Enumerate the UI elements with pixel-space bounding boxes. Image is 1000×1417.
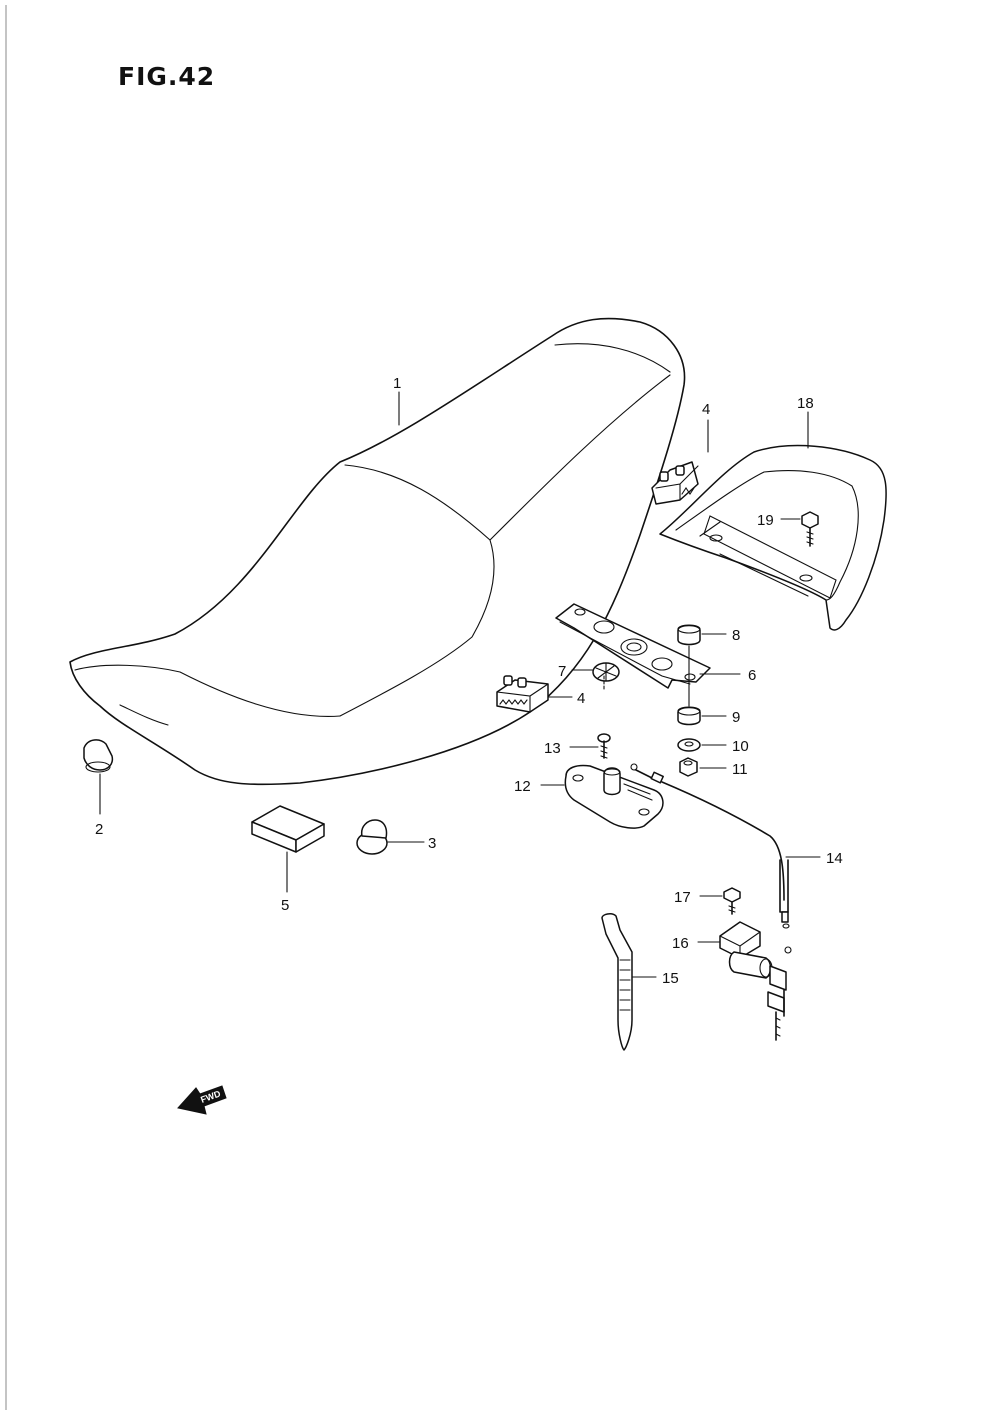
pad-part-5 bbox=[251, 805, 325, 853]
cushion-part-4-lower bbox=[496, 675, 549, 713]
callout-19: 19 bbox=[757, 512, 774, 529]
callout-18: 18 bbox=[797, 395, 814, 412]
callout-16: 16 bbox=[672, 935, 689, 952]
cushion-part-8 bbox=[677, 624, 701, 646]
clip-part-7 bbox=[592, 662, 620, 682]
callout-14: 14 bbox=[826, 850, 843, 867]
callout-3: 3 bbox=[428, 835, 436, 852]
screw-part-13 bbox=[597, 733, 611, 759]
seat-cowl-part-18 bbox=[659, 444, 887, 631]
strap-part-15 bbox=[601, 913, 633, 1051]
lock-set-part-16 bbox=[719, 921, 787, 1041]
callout-11: 11 bbox=[732, 761, 748, 778]
callout-4-lower: 4 bbox=[577, 690, 585, 707]
leader-lines bbox=[99, 391, 821, 978]
callout-13: 13 bbox=[544, 740, 561, 757]
callout-15: 15 bbox=[662, 970, 679, 987]
callout-10: 10 bbox=[732, 738, 749, 755]
washer-part-10 bbox=[677, 738, 701, 752]
grommet-part-2 bbox=[83, 739, 114, 773]
callout-8: 8 bbox=[732, 627, 740, 644]
cable-part-14 bbox=[630, 763, 792, 954]
callout-7: 7 bbox=[558, 663, 566, 680]
bolt-part-19 bbox=[801, 511, 819, 547]
cushion-part-4-upper bbox=[651, 461, 699, 505]
callout-4-upper: 4 bbox=[702, 401, 710, 418]
callout-5: 5 bbox=[281, 897, 289, 914]
bolt-part-17 bbox=[723, 887, 741, 915]
callout-9: 9 bbox=[732, 709, 740, 726]
callout-2: 2 bbox=[95, 821, 103, 838]
nut-part-11 bbox=[679, 757, 698, 777]
callout-6: 6 bbox=[748, 667, 756, 684]
callout-1: 1 bbox=[393, 375, 401, 392]
callout-17: 17 bbox=[674, 889, 691, 906]
callout-labels: 1 2 3 4 4 5 6 7 8 9 10 11 12 13 14 15 16… bbox=[95, 375, 843, 987]
seat-part bbox=[69, 317, 686, 786]
cushion-part-9 bbox=[677, 706, 701, 726]
seat-lock-part-12 bbox=[564, 764, 664, 829]
figure-title: FIG.42 bbox=[118, 62, 216, 91]
callout-12: 12 bbox=[514, 778, 531, 795]
bracket-plate-part-6 bbox=[555, 603, 711, 689]
damper-part-3 bbox=[356, 819, 388, 855]
fwd-arrow-icon: FWD bbox=[177, 1085, 227, 1115]
